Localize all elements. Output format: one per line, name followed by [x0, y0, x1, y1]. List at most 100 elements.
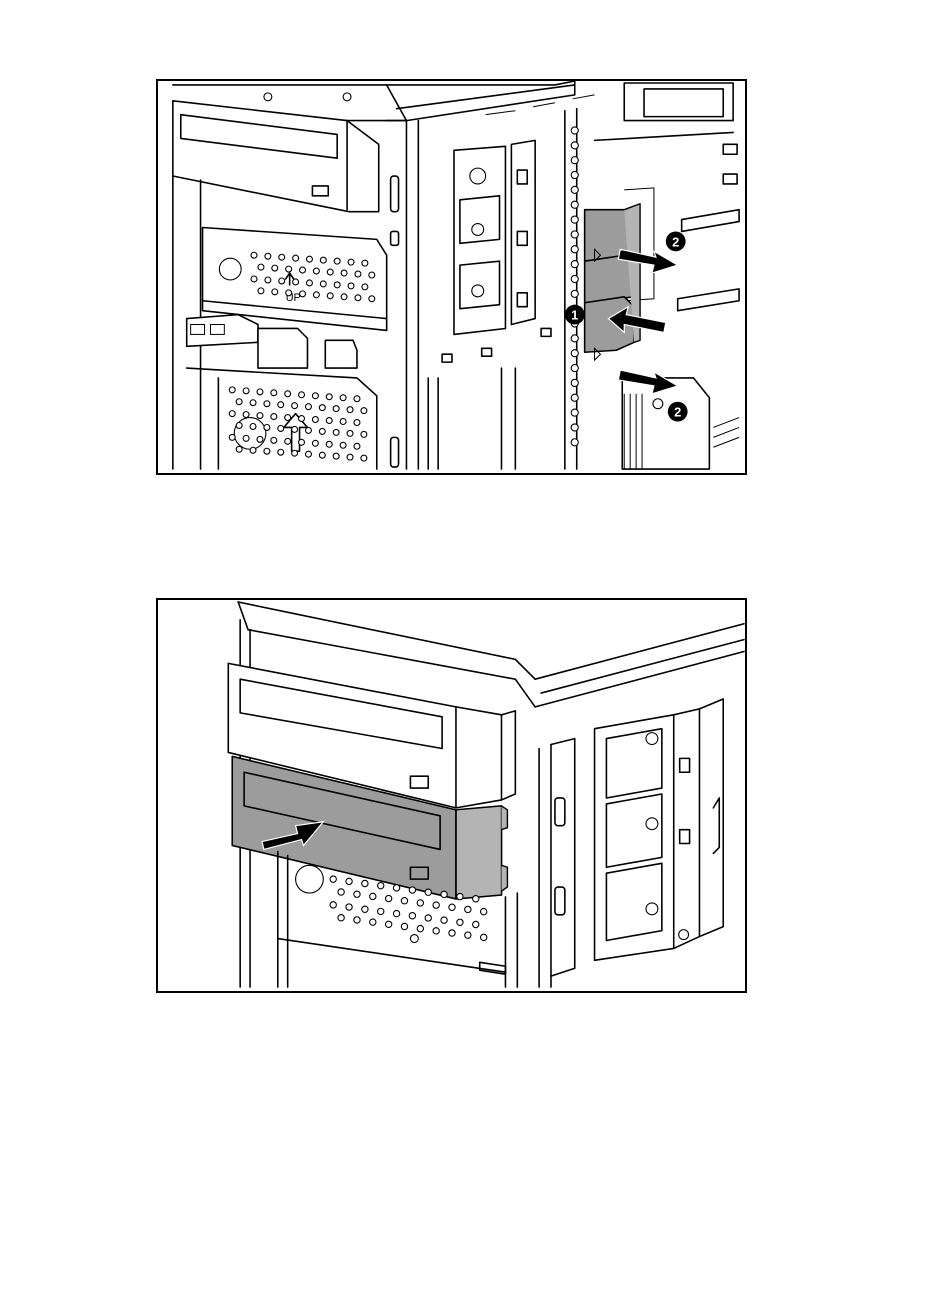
vent-hole	[278, 449, 284, 455]
vent-hole	[481, 934, 487, 940]
vent-hole	[457, 919, 463, 925]
vent-hole	[243, 435, 249, 441]
vent-hole	[229, 434, 235, 440]
vent-hole	[354, 917, 360, 923]
vent-hole	[285, 438, 291, 444]
vent-hole	[433, 928, 439, 934]
screw-hole	[571, 157, 578, 164]
vent-hole	[326, 394, 332, 400]
callout-1: 1	[565, 305, 585, 325]
figure-drive-insertion	[156, 598, 747, 993]
screw-hole	[571, 275, 578, 282]
vent-hole	[236, 423, 242, 429]
vent-hole	[465, 932, 471, 938]
vent-hole	[370, 893, 376, 899]
vent-hole	[319, 428, 325, 434]
vent-hole	[361, 455, 367, 461]
vent-hole	[425, 889, 431, 895]
vent-hole	[401, 923, 407, 929]
vent-hole	[347, 407, 353, 413]
vent-hole	[393, 910, 399, 916]
vent-hole	[305, 451, 311, 457]
vent-hole	[473, 921, 479, 927]
vent-hole	[299, 392, 305, 398]
screw-hole	[571, 439, 578, 446]
vent-hole	[326, 441, 332, 447]
vent-hole	[362, 260, 368, 266]
vent-hole	[264, 401, 270, 407]
vent-hole	[355, 271, 361, 277]
vent-hole	[385, 895, 391, 901]
screw-hole	[571, 335, 578, 342]
hard-drive-bay	[454, 140, 535, 334]
screw-hole	[571, 350, 578, 357]
callout-2-lower: 2	[668, 402, 688, 422]
vent-hole	[346, 904, 352, 910]
vent-hole	[286, 266, 292, 272]
vent-hole	[292, 403, 298, 409]
vent-hole	[229, 411, 235, 417]
vent-hole	[272, 265, 278, 271]
screw-hole	[571, 142, 578, 149]
vent-hole	[305, 427, 311, 433]
vent-hole	[272, 289, 278, 295]
vent-hole	[250, 447, 256, 453]
vent-hole	[306, 280, 312, 286]
vent-hole	[257, 436, 263, 442]
vent-hole	[292, 426, 298, 432]
vent-hole	[362, 284, 368, 290]
drive-retainer-clip	[585, 204, 640, 360]
vent-hole	[347, 454, 353, 460]
vent-hole	[378, 908, 384, 914]
vent-hole	[306, 256, 312, 262]
screw-hole	[571, 409, 578, 416]
optical-drive-existing	[173, 101, 379, 212]
screw-hole	[571, 186, 578, 193]
vent-hole	[330, 902, 336, 908]
vent-hole	[417, 925, 423, 931]
vent-hole	[236, 446, 242, 452]
screw-hole	[571, 261, 578, 268]
vent-hole	[257, 389, 263, 395]
figure-drive-retainer-release: UP	[156, 79, 747, 475]
vent-hole	[236, 399, 242, 405]
vent-hole	[299, 439, 305, 445]
vent-hole	[481, 908, 487, 914]
vent-hole	[369, 296, 375, 302]
vent-hole	[361, 408, 367, 414]
screw-hole	[571, 216, 578, 223]
screw-hole	[571, 231, 578, 238]
vent-hole	[265, 253, 271, 259]
vent-hole	[409, 887, 415, 893]
vent-hole	[320, 257, 326, 263]
vent-hole	[293, 279, 299, 285]
vent-hole	[300, 267, 306, 273]
vent-hole	[319, 405, 325, 411]
callout-1-label: 1	[571, 308, 578, 323]
vent-hole	[346, 878, 352, 884]
vent-hole	[338, 889, 344, 895]
vent-hole	[441, 891, 447, 897]
vent-hole	[433, 902, 439, 908]
vent-hole	[473, 896, 479, 902]
vent-hole	[251, 252, 257, 258]
vent-hole	[264, 448, 270, 454]
vent-hole	[313, 292, 319, 298]
vent-hole	[327, 269, 333, 275]
vent-hole	[286, 290, 292, 296]
vent-hole	[243, 412, 249, 418]
vent-hole	[250, 400, 256, 406]
vent-hole	[385, 921, 391, 927]
vent-hole	[370, 919, 376, 925]
vent-hole	[243, 388, 249, 394]
vent-hole	[305, 404, 311, 410]
vent-hole	[326, 418, 332, 424]
vent-hole	[378, 883, 384, 889]
chassis-side-wall	[539, 739, 575, 987]
screw-hole	[571, 246, 578, 253]
screw-hole	[571, 424, 578, 431]
vent-hole	[250, 424, 256, 430]
vent-holes-upper	[251, 252, 375, 301]
vent-hole	[279, 254, 285, 260]
vent-hole	[320, 281, 326, 287]
